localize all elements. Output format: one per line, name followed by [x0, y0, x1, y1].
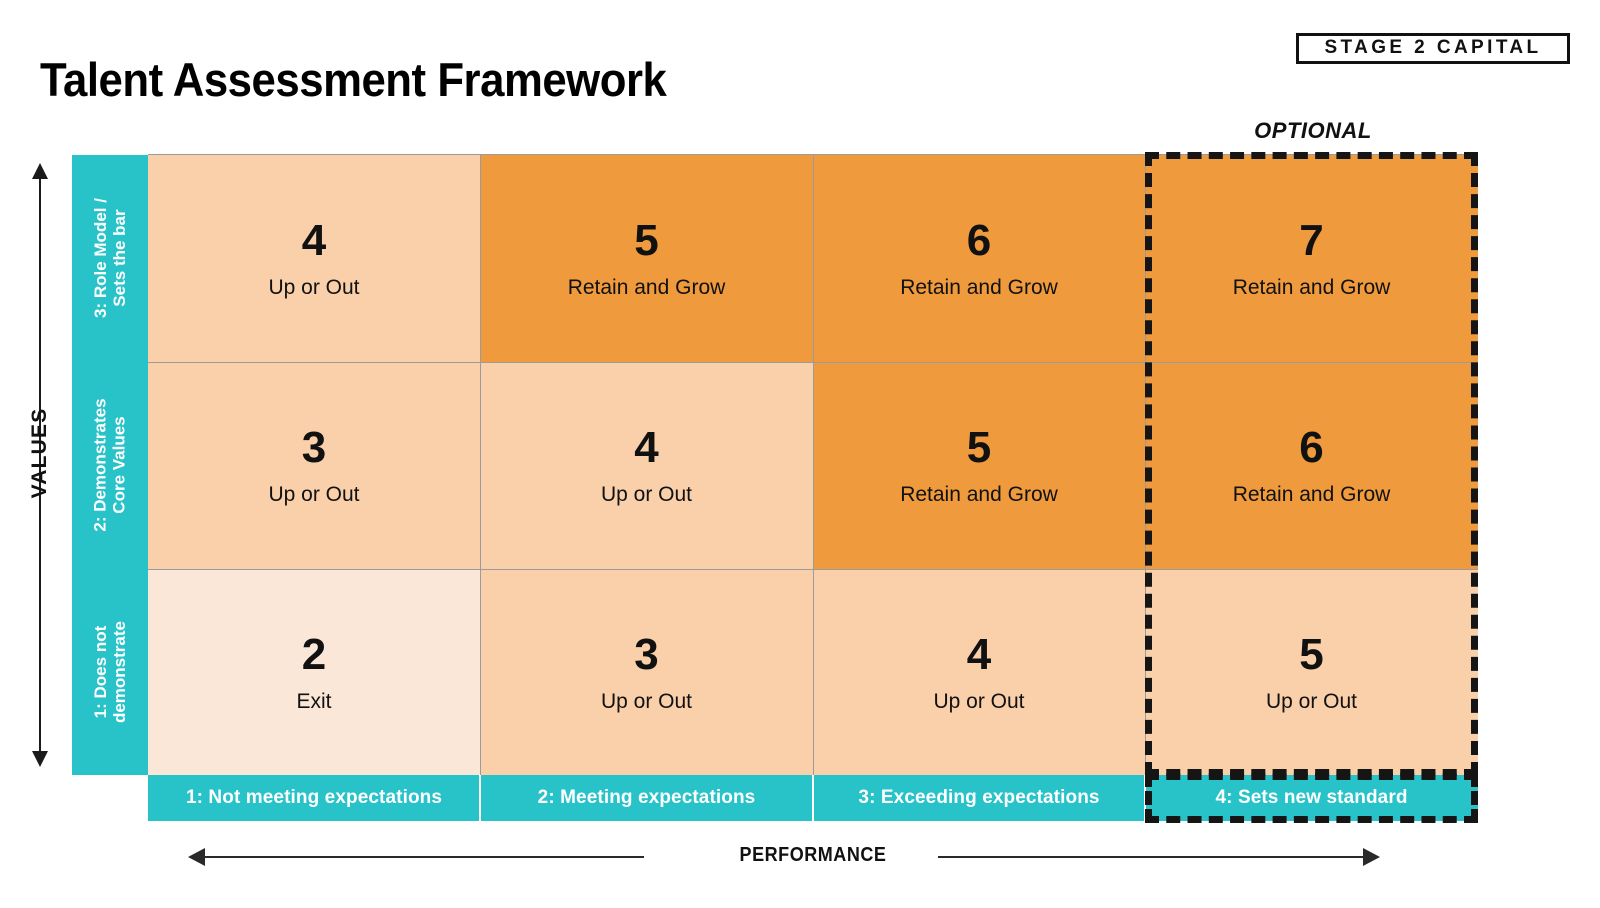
- cell-action: Exit: [296, 689, 332, 713]
- stage2-capital-logo: STAGE 2 CAPITAL: [1296, 33, 1570, 64]
- cell-action: Up or Out: [933, 689, 1025, 713]
- footer-divider: [479, 775, 481, 821]
- values-axis: VALUES: [12, 155, 68, 775]
- cell-score: 3: [634, 629, 659, 679]
- cell-action: Up or Out: [268, 276, 360, 299]
- grid-line-horizontal: [148, 569, 1478, 570]
- cell-score: 5: [1299, 629, 1324, 679]
- arrow-left-icon: [188, 848, 205, 866]
- cell-action: Up or Out: [1265, 689, 1358, 713]
- arrow-down-icon: [32, 751, 48, 767]
- performance-category-label: 1: Not meeting expectations: [185, 787, 443, 808]
- axis-line-vertical: [39, 177, 41, 753]
- cell-action: Up or Out: [600, 483, 693, 506]
- cell-score: 2: [301, 629, 327, 679]
- grid-line-vertical: [480, 155, 481, 775]
- values-axis-title: VALUES: [28, 407, 51, 499]
- performance-category-not-meeting-expectations[interactable]: 1: Not meeting expectations: [148, 775, 480, 821]
- values-category-3-label: 3: Role Model /Sets the bar: [90, 198, 129, 319]
- cell-score: 3: [301, 423, 327, 472]
- cell-score: 4: [301, 216, 327, 265]
- grid-line-horizontal: [148, 362, 1478, 363]
- footer-divider: [812, 775, 814, 821]
- page-title: Talent Assessment Framework: [40, 53, 667, 106]
- performance-category-label: 3: Exceeding expectations: [858, 787, 1100, 808]
- cell-score: 4: [966, 629, 992, 679]
- cell-score: 6: [1299, 423, 1324, 472]
- matrix-cell-r1-c3[interactable]: 4 Up or Out: [813, 569, 1145, 775]
- logo-text: STAGE 2 CAPITAL: [1324, 37, 1542, 58]
- cell-action: Retain and Grow: [567, 276, 726, 299]
- arrow-right-icon: [1363, 848, 1380, 866]
- arrow-up-icon: [32, 163, 48, 179]
- cell-score: 6: [966, 216, 992, 265]
- performance-category-band: 1: Not meeting expectations 2: Meeting ex…: [148, 775, 1478, 821]
- axis-line-horizontal-left: [204, 856, 644, 858]
- cell-score: 5: [966, 423, 992, 472]
- values-category-role-model: 3: Role Model /Sets the bar: [72, 155, 148, 362]
- grid-line-vertical: [1145, 155, 1146, 775]
- cell-score: 4: [634, 423, 659, 472]
- matrix-cell-r1-c4[interactable]: 5 Up or Out: [1145, 569, 1478, 775]
- performance-category-label: 4: Sets new standard: [1215, 787, 1408, 808]
- cell-action: Retain and Grow: [900, 483, 1058, 506]
- matrix-cell-r2-c2[interactable]: 4 Up or Out: [480, 362, 813, 569]
- cell-action: Retain and Grow: [1232, 483, 1391, 506]
- performance-axis-title: PERFORMANCE: [739, 844, 887, 866]
- matrix-cell-r1-c2[interactable]: 3 Up or Out: [480, 569, 813, 775]
- values-category-band: 3: Role Model /Sets the bar 2: Demonstra…: [72, 155, 148, 775]
- grid-line-vertical: [813, 155, 814, 775]
- cell-score: 5: [634, 216, 659, 265]
- optional-annotation: OPTIONAL: [1254, 118, 1372, 143]
- matrix-cell-r3-c1[interactable]: 4 Up or Out: [148, 155, 480, 362]
- cell-action: Retain and Grow: [900, 276, 1058, 299]
- axis-line-horizontal-right: [938, 856, 1363, 858]
- matrix-cell-r2-c1[interactable]: 3 Up or Out: [148, 362, 480, 569]
- cell-score: 7: [1299, 216, 1324, 265]
- cell-action: Retain and Grow: [1232, 276, 1391, 299]
- performance-category-sets-new-standard[interactable]: 4: Sets new standard: [1145, 775, 1478, 821]
- performance-category-meeting-expectations[interactable]: 2: Meeting expectations: [480, 775, 813, 821]
- cell-action: Up or Out: [600, 689, 693, 713]
- cell-action: Up or Out: [268, 483, 360, 506]
- grid-line-top: [148, 154, 1478, 155]
- performance-category-exceeding-expectations[interactable]: 3: Exceeding expectations: [813, 775, 1145, 821]
- footer-divider: [1144, 775, 1146, 821]
- performance-category-label: 2: Meeting expectations: [537, 787, 756, 808]
- performance-axis: PERFORMANCE: [148, 840, 1478, 880]
